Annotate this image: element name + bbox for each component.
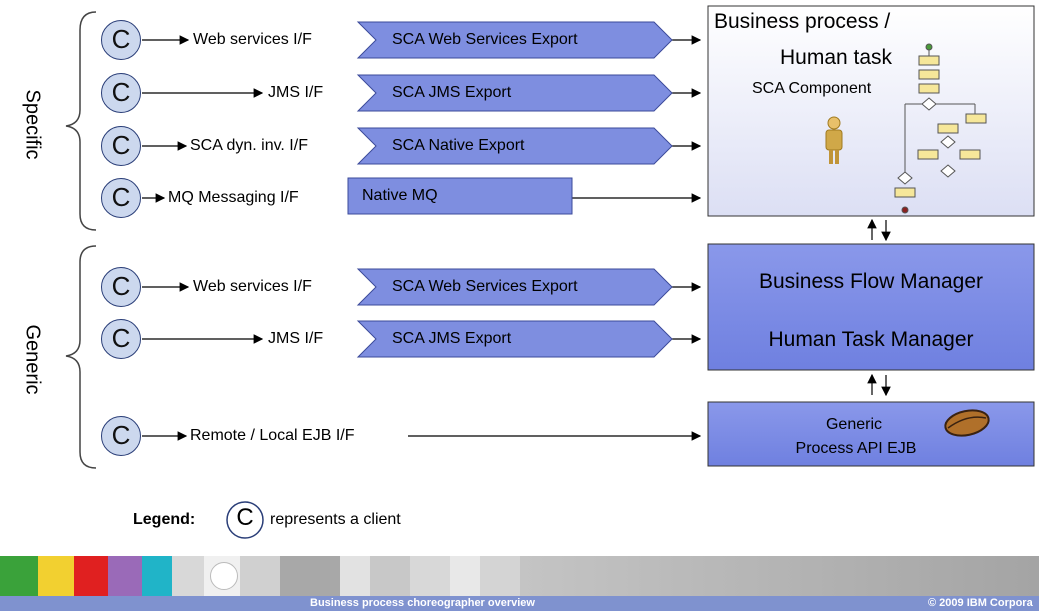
workflow-icon [894,43,987,214]
export-label: SCA Web Services Export [392,268,578,306]
export-shape-1 [356,21,673,59]
group-label-generic: Generic [21,324,44,395]
export-shape-2 [356,74,673,112]
flow-manager-title: Business Flow Manager [758,270,984,293]
interface-label: Web services I/F [193,278,312,295]
legend-client-symbol: C [236,504,254,531]
process-api-line1: Generic [825,416,883,433]
specific-brace [65,11,97,231]
export-text: Native MQ [362,187,438,204]
legend-label: Legend: [133,511,196,528]
human-icon [825,116,843,164]
business-process-title: Business process / [714,10,891,33]
interface-label: JMS I/F [268,84,324,101]
interface-label: JMS I/F [268,330,324,347]
export-label: SCA Web Services Export [392,21,578,59]
interface-label: Remote / Local EJB I/F [190,427,355,444]
flow-manager-box [707,243,1035,371]
export-shape-3 [356,127,673,165]
export-text: SCA Web Services Export [392,31,578,48]
export-text: SCA Native Export [392,137,525,154]
client-icon: C [101,20,141,60]
group-label-specific: Specific [21,89,44,160]
export-label: SCA Native Export [392,127,525,165]
export-shape-6 [356,320,673,358]
business-process-box [707,5,1035,217]
footer-image-strip [0,556,1039,596]
legend-client-icon [226,501,264,539]
client-icon: C [101,319,141,359]
export-shape-5 [356,268,673,306]
client-icon: C [101,416,141,456]
process-api-line2: Process API EJB [795,440,917,457]
interface-label: Web services I/F [193,31,312,48]
client-icon: C [101,126,141,166]
export-label: SCA JMS Export [392,74,511,112]
export-label: Native MQ [362,177,438,215]
legend-text: represents a client [270,511,401,528]
footer-title: Business process choreographer overview [310,597,535,609]
human-task-title: Human task [780,46,893,69]
export-text: SCA JMS Export [392,330,512,347]
native-mq-box [347,177,573,215]
client-icon: C [101,73,141,113]
coffee-bean-icon [944,409,990,437]
footer-copyright: © 2009 IBM Corpora [928,597,1033,609]
task-manager-title: Human Task Manager [768,328,974,351]
client-icon: C [101,267,141,307]
footer-bar: Business process choreographer overview … [0,596,1039,611]
sca-component-label: SCA Component [752,80,872,97]
export-label: SCA JMS Export [392,320,511,358]
interface-label: MQ Messaging I/F [168,189,299,206]
export-text: SCA Web Services Export [392,278,578,295]
interface-label: SCA dyn. inv. I/F [190,137,308,154]
client-icon: C [101,178,141,218]
generic-brace [65,245,97,469]
export-text: SCA JMS Export [392,84,512,101]
